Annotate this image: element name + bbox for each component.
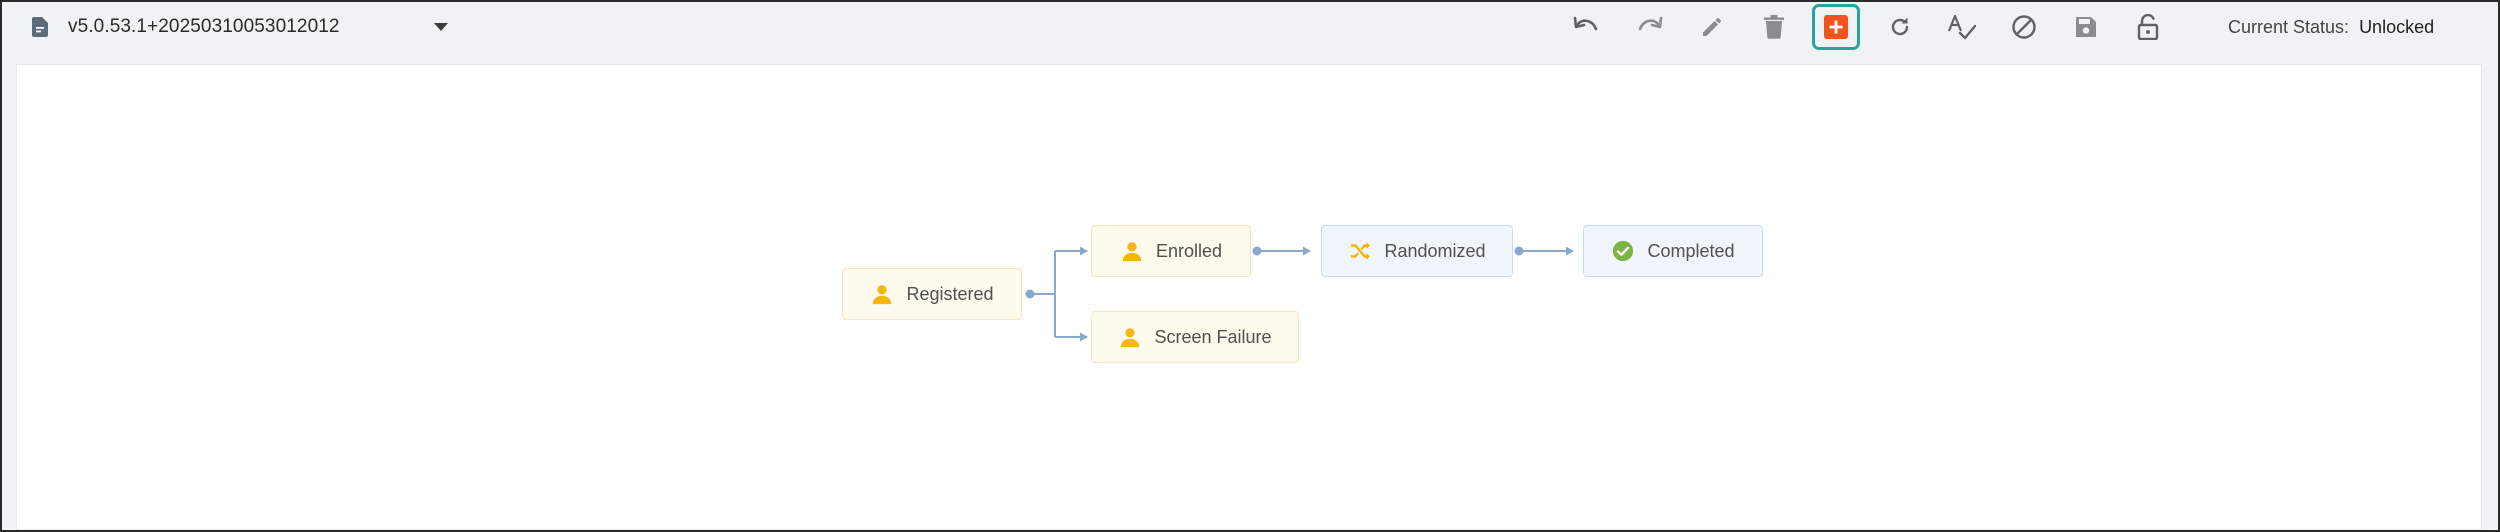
version-selector[interactable]: v5.0.53.1+20250310053012012: [32, 14, 340, 40]
edge-port-enrolled: [1252, 246, 1262, 256]
node-completed[interactable]: Completed: [1583, 225, 1763, 277]
arrowhead-randomized: [1303, 246, 1311, 256]
node-registered[interactable]: Registered: [842, 268, 1022, 320]
add-icon[interactable]: [1812, 4, 1860, 50]
node-randomized[interactable]: Randomized: [1321, 225, 1513, 277]
node-label: Completed: [1647, 240, 1735, 261]
edge-port-registered: [1025, 289, 1035, 299]
node-label: Randomized: [1384, 240, 1486, 261]
refresh-icon[interactable]: [1882, 10, 1918, 44]
document-icon: [32, 14, 54, 40]
shuffle-icon: [1348, 239, 1372, 263]
person-icon: [870, 282, 894, 306]
person-icon: [1118, 325, 1142, 349]
lock-open-icon[interactable]: [2130, 10, 2166, 44]
block-icon[interactable]: [2006, 10, 2042, 44]
dropdown-arrow-icon[interactable]: [430, 16, 452, 38]
node-label: Enrolled: [1155, 240, 1223, 261]
undo-icon[interactable]: [1568, 10, 1604, 44]
version-label: v5.0.53.1+20250310053012012: [68, 16, 340, 37]
edit-icon[interactable]: [1694, 10, 1730, 44]
person-icon: [1120, 239, 1144, 263]
node-screen-failure[interactable]: Screen Failure: [1091, 311, 1299, 363]
node-label: Registered: [906, 283, 994, 304]
status-label: Current Status:: [2228, 16, 2350, 37]
toolbar: v5.0.53.1+20250310053012012: [2, 2, 2498, 52]
redo-icon[interactable]: [1632, 10, 1668, 44]
node-enrolled[interactable]: Enrolled: [1091, 225, 1251, 277]
arrowhead-completed: [1566, 246, 1574, 256]
arrowhead-enrolled: [1080, 246, 1088, 256]
delete-icon[interactable]: [1756, 10, 1792, 44]
status-indicator: Current Status: Unlocked: [2228, 15, 2434, 39]
check-circle-icon: [1611, 239, 1635, 263]
save-icon[interactable]: [2068, 10, 2104, 44]
workflow-edges: [1025, 246, 1574, 342]
arrowhead-screen-failure: [1080, 332, 1088, 342]
node-label: Screen Failure: [1154, 326, 1272, 347]
status-value: Unlocked: [2359, 16, 2435, 37]
edge-port-randomized: [1514, 246, 1524, 256]
spellcheck-icon[interactable]: [1944, 10, 1980, 44]
workflow-canvas[interactable]: Registered Enrolled Screen Failure: [16, 64, 2482, 530]
